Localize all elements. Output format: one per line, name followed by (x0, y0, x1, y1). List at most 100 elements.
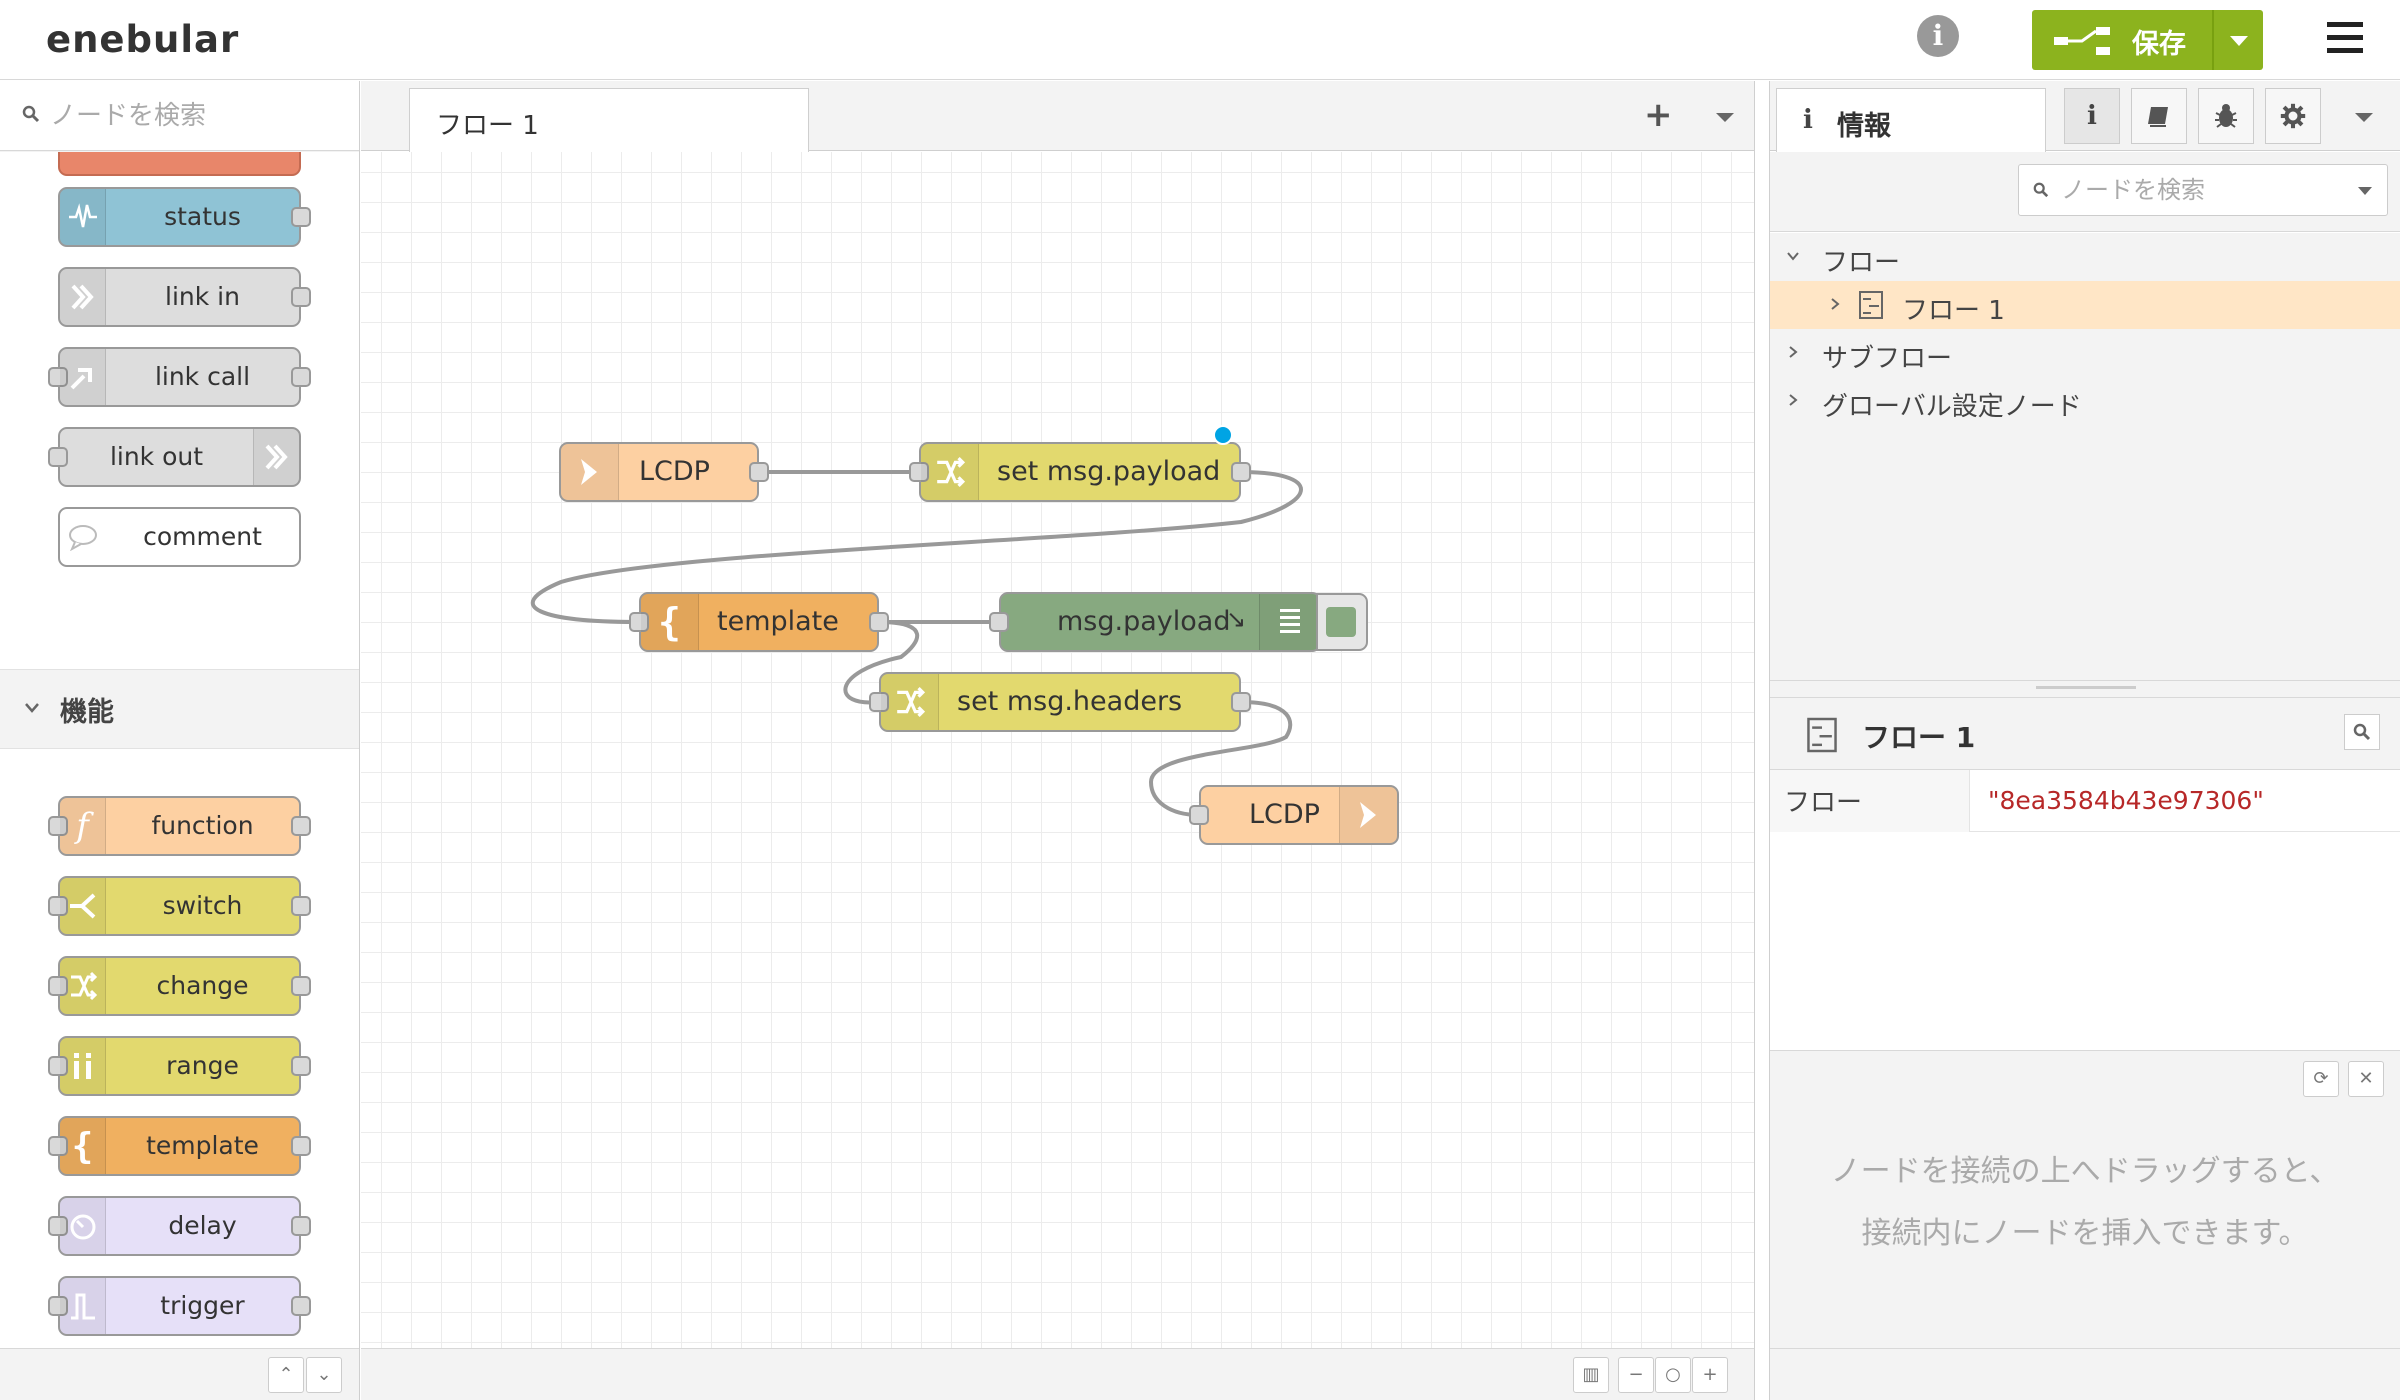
tree-item-flow-1[interactable]: フロー 1 (1770, 281, 2400, 329)
book-icon[interactable] (2131, 88, 2187, 144)
input-port[interactable] (48, 896, 68, 916)
status-icon (60, 189, 106, 245)
category-function[interactable]: 機能 (0, 669, 359, 749)
palette-node-link-in[interactable]: link in (58, 267, 311, 327)
input-port[interactable] (48, 367, 68, 387)
input-port[interactable] (1189, 805, 1209, 825)
palette-node-link-call[interactable]: link call (48, 347, 311, 407)
palette-node-change[interactable]: change (48, 956, 311, 1016)
info-icon[interactable]: i (1917, 15, 1959, 57)
palette-node-label: comment (143, 522, 262, 551)
flow-node-label: set msg.headers (957, 686, 1183, 717)
wire[interactable] (530, 470, 1303, 624)
palette-node-label: status (164, 202, 241, 231)
properties-panel: フロー 1 フロー "8ea3584b43e97306" (1770, 698, 2400, 1050)
output-port[interactable] (291, 896, 311, 916)
palette-node-link-out[interactable]: link out (48, 427, 301, 487)
debug-bug-icon[interactable] (2198, 88, 2254, 144)
palette-node-comment[interactable]: comment (58, 507, 301, 567)
comment-icon (60, 509, 106, 565)
sidebar-search-input[interactable] (2061, 176, 2341, 204)
add-tab-icon[interactable]: + (1644, 95, 1673, 135)
wire[interactable] (1148, 700, 1293, 817)
output-port[interactable] (291, 207, 311, 227)
output-port[interactable] (291, 1296, 311, 1316)
template-icon: { (60, 1118, 106, 1174)
palette-list[interactable]: status link in link call link out (0, 152, 359, 1400)
output-port[interactable] (749, 462, 769, 482)
palette-node-switch[interactable]: switch (48, 876, 311, 936)
property-value[interactable]: "8ea3584b43e97306" (1988, 786, 2264, 815)
output-port[interactable] (869, 612, 889, 632)
palette-node-range[interactable]: range (48, 1036, 311, 1096)
palette-search-input[interactable] (50, 99, 340, 133)
output-port[interactable] (1231, 692, 1251, 712)
flow-node-set-payload[interactable]: set msg.payload (909, 442, 1251, 502)
chevron-down-icon (1787, 252, 1799, 261)
output-port[interactable] (291, 816, 311, 836)
palette-node-label: link call (154, 362, 251, 391)
output-port[interactable] (291, 1136, 311, 1156)
output-port[interactable] (291, 1216, 311, 1236)
input-port[interactable] (989, 612, 1009, 632)
tree-item-flows[interactable]: フロー (1770, 233, 2400, 281)
palette-node-delay[interactable]: delay (48, 1196, 311, 1256)
wire[interactable] (843, 620, 919, 705)
search-icon[interactable] (2344, 714, 2380, 750)
zoom-out-icon[interactable]: − (1618, 1357, 1654, 1393)
input-port[interactable] (48, 816, 68, 836)
tree-item-subflows[interactable]: サブフロー (1770, 329, 2400, 377)
collapse-all-icon[interactable]: ⌃ (268, 1357, 304, 1393)
gear-icon[interactable] (2265, 88, 2321, 144)
input-port[interactable] (48, 1296, 68, 1316)
zoom-in-icon[interactable]: + (1692, 1357, 1728, 1393)
sidebar-menu-dropdown-icon[interactable] (2355, 113, 2373, 122)
palette-node-template[interactable]: { template (48, 1116, 311, 1176)
input-port[interactable] (48, 447, 68, 467)
tab-list-dropdown-icon[interactable] (1716, 113, 1734, 122)
palette-node-partial[interactable] (58, 152, 301, 176)
flow-node-label: template (717, 606, 839, 637)
tab-info[interactable]: i 情報 (1776, 88, 2046, 152)
range-icon (60, 1038, 106, 1094)
palette-node-status[interactable]: status (58, 187, 311, 247)
flow-node-debug[interactable]: msg.payload ↘ (989, 592, 1321, 652)
input-port[interactable] (48, 976, 68, 996)
expand-all-icon[interactable]: ⌄ (306, 1357, 342, 1393)
search-icon (2033, 182, 2049, 198)
input-port[interactable] (48, 1216, 68, 1236)
sidebar-splitter[interactable] (1770, 680, 2400, 698)
input-port[interactable] (48, 1056, 68, 1076)
flow-node-template[interactable]: { template (629, 592, 889, 652)
input-port[interactable] (629, 612, 649, 632)
output-port[interactable] (291, 1056, 311, 1076)
input-port[interactable] (48, 1136, 68, 1156)
chevron-right-icon (1789, 346, 1798, 358)
flow-node-set-headers[interactable]: set msg.headers (869, 672, 1251, 732)
close-icon[interactable]: ✕ (2348, 1061, 2384, 1097)
property-key: フロー (1784, 788, 1863, 818)
output-port[interactable] (1231, 462, 1251, 482)
output-port[interactable] (291, 367, 311, 387)
debug-toggle-button[interactable] (1316, 593, 1368, 651)
output-port[interactable] (291, 976, 311, 996)
flow-node-lcdp-out[interactable]: LCDP (1189, 785, 1399, 845)
deploy-dropdown-icon[interactable] (2230, 36, 2248, 46)
flow-node-lcdp-in[interactable]: LCDP (559, 442, 769, 502)
deploy-button[interactable]: 保存 (2032, 10, 2263, 70)
output-port[interactable] (291, 287, 311, 307)
info-tab-icon[interactable]: i (2064, 88, 2120, 144)
tree-item-global-config[interactable]: グローバル設定ノード (1770, 377, 2400, 425)
lcdp-out-icon (1339, 787, 1397, 843)
zoom-reset-icon[interactable]: ○ (1655, 1357, 1691, 1393)
search-filter-dropdown-icon[interactable] (2358, 187, 2372, 195)
tab-flow-1[interactable]: フロー 1 (409, 88, 809, 152)
refresh-icon[interactable]: ⟳ (2303, 1061, 2339, 1097)
input-port[interactable] (869, 692, 889, 712)
input-port[interactable] (909, 462, 929, 482)
palette-node-trigger[interactable]: trigger (48, 1276, 311, 1336)
palette-node-function[interactable]: f function (48, 796, 311, 856)
main-menu-icon[interactable] (2327, 22, 2363, 54)
map-icon[interactable]: ▥ (1573, 1357, 1609, 1393)
flow-canvas[interactable]: LCDP set msg.payload { template msg.p (361, 152, 1754, 1348)
